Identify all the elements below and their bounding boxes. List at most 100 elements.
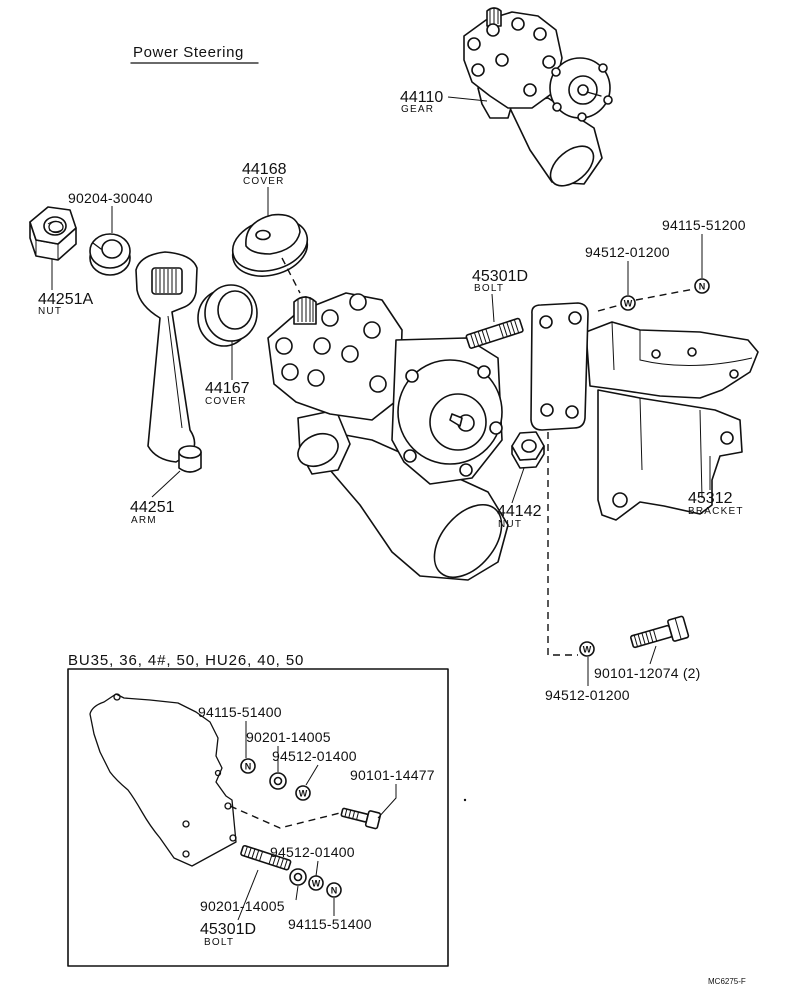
stud-rod [240,844,292,871]
label-44251-number: 44251 [130,499,175,516]
inset-housing-hole [214,769,222,777]
bolt-head [523,83,537,97]
leader-inset-w-lower [315,860,319,877]
bracket-45312-hole [720,431,734,445]
gear-44110-shaft-splines [489,8,499,24]
inset-assembly-line [229,805,341,829]
bracket-45312-plate-hole [568,311,582,325]
washer-w-94512-01200-top: W [620,295,636,311]
bracket-45312 [530,302,759,521]
label-inset-94512-01400-lower: 94512-01400 [270,844,355,860]
bolt-head [275,337,293,355]
gear-44110 [463,7,613,187]
nut-44251A [29,206,77,261]
inset-model-list: BU35, 36, 4#, 50, HU26, 40, 50 [68,652,304,669]
assembly-line-washers [635,288,695,301]
label-inset-45301D-number: 45301D [200,921,256,938]
bracket-45312-hole [651,349,661,359]
arm-44251 [135,251,202,473]
n-symbol: N [331,886,338,896]
bolt-head [542,55,556,69]
label-44142-number: 44142 [497,503,542,520]
bracket-45312-rib-lines [611,321,753,371]
bolt-head [603,95,613,105]
bolt-head [364,810,382,830]
bracket-45312-plate-hole [539,315,553,329]
bolt-head [313,337,331,355]
leader-44251 [151,470,181,498]
inset-housing-silhouette [89,693,237,867]
n-washer-circle [240,758,256,774]
label-inset-94512-01400-upper: 94512-01400 [272,748,357,764]
inset-housing-hole [229,834,237,842]
n-symbol: N [699,282,706,292]
bolt-head [551,67,561,77]
label-45312-name: BRACKET [688,506,744,517]
cover-44168 [231,213,309,277]
stud-threads [243,846,288,870]
bolt-head [405,369,419,383]
n-washer-circle [326,882,342,898]
leader-inset-stud [237,869,259,921]
bracket-45312-fold-lines [639,397,703,499]
bolt-head [459,463,473,477]
label-90101-12074: 90101-12074 (2) [594,665,701,681]
label-94512-01200-bottom: 94512-01200 [545,687,630,703]
w-symbol: W [312,879,321,889]
label-inset-45301D-name: BOLT [204,937,234,948]
stud-45301D-threads [470,319,520,348]
assembly-line-plate-to-bolt [547,432,578,656]
cover-44168-dome [245,213,301,255]
nut-44251A-edges [35,240,59,260]
bracket-45312-hole [729,369,739,379]
inset-bolt-90101-14477 [340,807,382,830]
n-symbol: N [245,762,252,772]
bracket-45312-top-arm [585,321,759,399]
label-44168-number: 44168 [242,161,287,178]
gear-main-flange-bolts [403,365,503,477]
label-44251A-number: 44251A [38,291,93,308]
bracket-45312-mount-plate [530,302,589,431]
bolt-90101-12074-head-edge [674,618,682,640]
w-washer-circle [295,785,311,801]
bolt-threads [344,808,359,820]
bracket-45312-leg [597,389,743,521]
arm-44251-stud-top [178,445,202,459]
bolt-head [341,345,359,363]
w-symbol: W [583,645,592,655]
gear-44110-tube-end [549,145,595,187]
label-94512-01200-top: 94512-01200 [585,244,670,260]
label-44142-name: NUT [498,519,522,530]
bracket-45312-hole [612,492,628,508]
inset-stud-45301D [240,844,292,871]
flat-washer-hole [293,872,303,882]
bolt-head [403,449,417,463]
w-washer-circle [620,295,636,311]
label-45301D-name: BOLT [474,283,504,294]
gear-main-shaft-splines [297,296,314,322]
flat-washer-hole [273,776,283,786]
arm-44251-body [135,251,198,463]
bracket-45312-plate-hole [540,403,554,417]
leader-inset-bolt [377,784,397,819]
cover-44167 [197,284,258,347]
label-inset-94115-51400-lower: 94115-51400 [288,916,372,932]
inset-housing-hole [113,693,121,701]
nut-44251A-thread-lines [47,220,64,233]
leader-44110 [447,96,488,102]
cover-44167-bore [217,290,253,330]
label-inset-90201-14005-lower: 90201-14005 [200,898,285,914]
bolt-head [552,102,562,112]
washer-n-94115-51200: N [694,278,710,294]
label-inset-94115-51400-upper: 94115-51400 [198,704,282,720]
print-speck [463,798,467,802]
gear-44110-flange-bolts [551,63,613,122]
inset-washer-n-lower: N [326,882,342,898]
label-45312-number: 45312 [688,490,733,507]
bolt-head [489,421,503,435]
inset-washer-w-upper: W [295,785,311,801]
label-90204-30040: 90204-30040 [68,190,153,206]
bolt-head [577,112,587,122]
label-44251A-name: NUT [38,306,62,317]
label-44168-name: COVER [243,176,285,187]
